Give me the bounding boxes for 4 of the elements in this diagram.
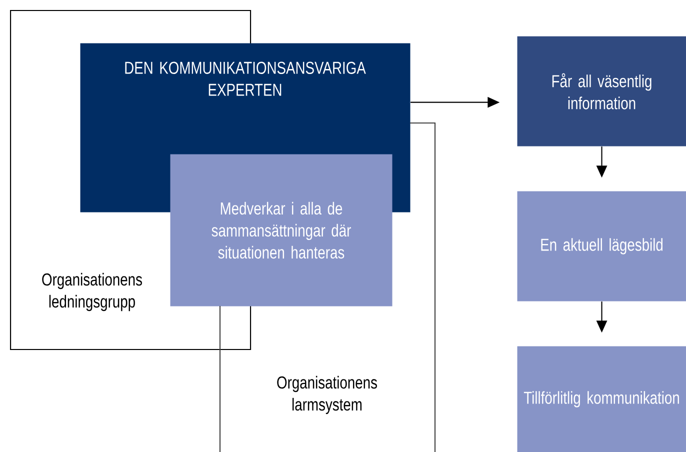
outcome-box: Tillförlitlig kommunikation (517, 346, 686, 452)
outcome-box: En aktuell lägesbild (517, 191, 686, 302)
outcome-box: Får all väsentlig information (517, 36, 686, 146)
activity-box: Medverkar i alla de sammansättningar där situationen hanteras (170, 154, 392, 306)
